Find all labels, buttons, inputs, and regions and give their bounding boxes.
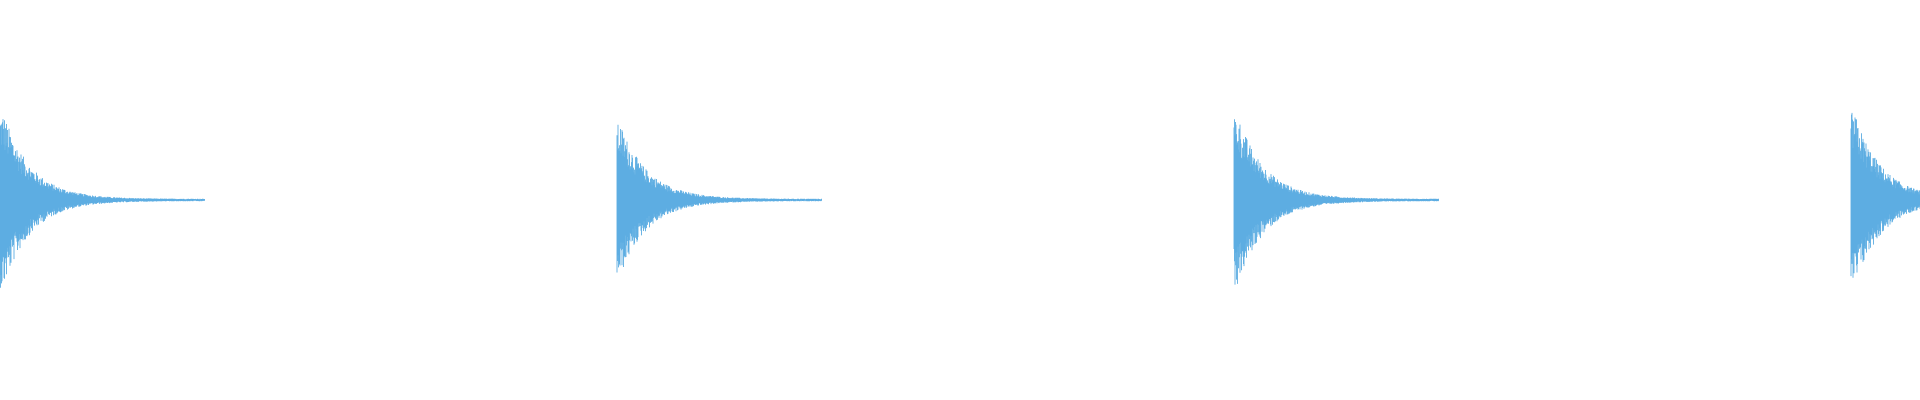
waveform-hit-body — [616, 124, 822, 273]
waveform-hit-4 — [1850, 112, 1920, 278]
waveform-hit-2 — [616, 124, 822, 273]
waveform-hit-1 — [0, 119, 205, 288]
waveform-hit-body — [1850, 112, 1920, 278]
waveform-hit-3 — [1233, 119, 1439, 285]
waveform-hit-body — [1233, 119, 1439, 285]
waveform-hit-body — [0, 119, 205, 288]
